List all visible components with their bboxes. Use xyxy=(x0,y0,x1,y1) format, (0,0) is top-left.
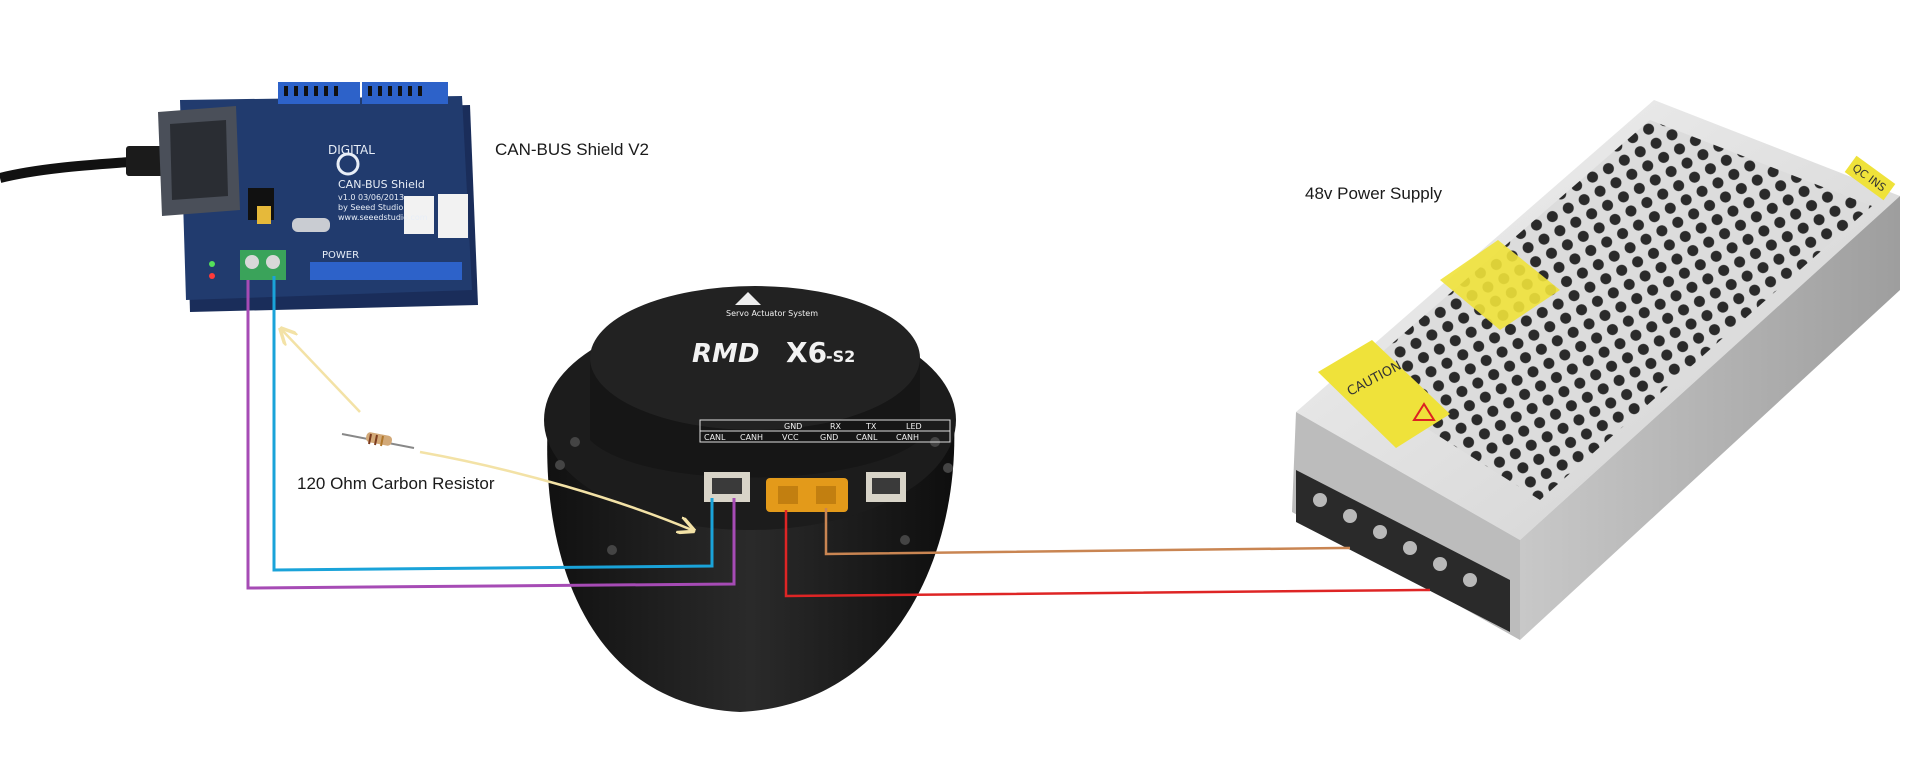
can-high-wire xyxy=(272,276,714,572)
can-connector-socket xyxy=(712,478,742,494)
motor-variant-text: -S2 xyxy=(826,347,855,366)
can-shield-label: CAN-BUS Shield V2 xyxy=(495,140,650,159)
led-red xyxy=(209,273,215,279)
xt30-socket-1 xyxy=(778,486,798,504)
resistor-label: 120 Ohm Carbon Resistor xyxy=(297,474,495,493)
qc-sticker xyxy=(1844,155,1896,201)
resistor-band-3 xyxy=(380,435,384,447)
can-low-wire xyxy=(246,280,736,590)
psu-terminal-screws xyxy=(1313,493,1477,587)
pin-top-tx: TX xyxy=(865,422,877,431)
usb-cable xyxy=(0,157,131,183)
board-maker-text: by Seeed Studio xyxy=(338,203,403,212)
board-url-text: www.seeedstudio.com xyxy=(338,213,428,222)
pin-bottom-canl-2: CANL xyxy=(856,433,878,442)
resistor-band-2 xyxy=(374,434,378,446)
terminal-screw-2 xyxy=(266,255,280,269)
resistor-body xyxy=(365,432,393,446)
power-positive-wire xyxy=(784,510,1430,598)
pin-bottom-gnd: GND xyxy=(820,433,838,442)
motor-subtitle-text: Servo Actuator System xyxy=(726,309,818,318)
motor-pin-table: GND RX TX LED CANL CANH VCC GND CANL CAN… xyxy=(699,419,951,443)
terminal-screw-1 xyxy=(245,255,259,269)
psu-perforation xyxy=(1350,120,1872,500)
power-supply-label: 48v Power Supply xyxy=(1305,184,1443,203)
led-green xyxy=(209,261,215,267)
header-digital-1 xyxy=(278,82,360,104)
board-digital-text: DIGITAL xyxy=(328,143,375,157)
motor-screws xyxy=(555,437,953,555)
header-pins xyxy=(284,86,422,96)
xt30-socket-2 xyxy=(816,486,836,504)
power-negative-wire xyxy=(824,508,1350,556)
resistor xyxy=(341,432,415,449)
capacitor xyxy=(257,206,271,224)
pin-bottom-canl-1: CANL xyxy=(704,433,726,442)
shield-pcb xyxy=(180,96,472,300)
header-power xyxy=(310,262,462,280)
db9-inner xyxy=(170,120,228,200)
motor-top-cap xyxy=(590,286,920,430)
board-title-text: CAN-BUS Shield xyxy=(338,178,425,191)
pin-top-rx: RX xyxy=(830,422,842,431)
crystal xyxy=(292,218,330,232)
pin-bottom-canh-1: CANH xyxy=(740,433,763,442)
header-digital-2 xyxy=(362,82,448,104)
grove-connector-1 xyxy=(404,196,434,234)
power-supply: CAUTION QC INS xyxy=(1292,100,1900,640)
label-sticker xyxy=(1440,240,1560,330)
motor-brand-text: RMD xyxy=(692,339,759,369)
grove-connector-2 xyxy=(438,194,468,238)
pin-bottom-vcc: VCC xyxy=(782,433,799,442)
led-connector-socket xyxy=(872,478,900,494)
resistor-band-1 xyxy=(368,433,372,445)
pin-bottom-canh-2: CANH xyxy=(896,433,919,442)
psu-side-face xyxy=(1520,196,1900,640)
pin-top-led: LED xyxy=(906,422,922,431)
rmd-motor: RMD X6 -S2 Servo Actuator System GND RX … xyxy=(544,286,956,712)
pin-top-gnd: GND xyxy=(784,422,802,431)
resistor-to-shield-arrow xyxy=(282,330,361,413)
usb-plug xyxy=(126,146,166,176)
motor-model-text: X6 xyxy=(786,336,827,369)
motor-logo-icon xyxy=(735,292,761,305)
can-shield-board: DIGITAL CAN-BUS Shield v1.0 03/06/2013 b… xyxy=(0,82,478,312)
resistor-to-motor-arrow xyxy=(419,450,692,530)
board-version-text: v1.0 03/06/2013 xyxy=(338,193,404,202)
board-power-text: POWER xyxy=(322,250,359,261)
gear-icon xyxy=(336,152,360,176)
warning-icon xyxy=(1412,402,1436,421)
